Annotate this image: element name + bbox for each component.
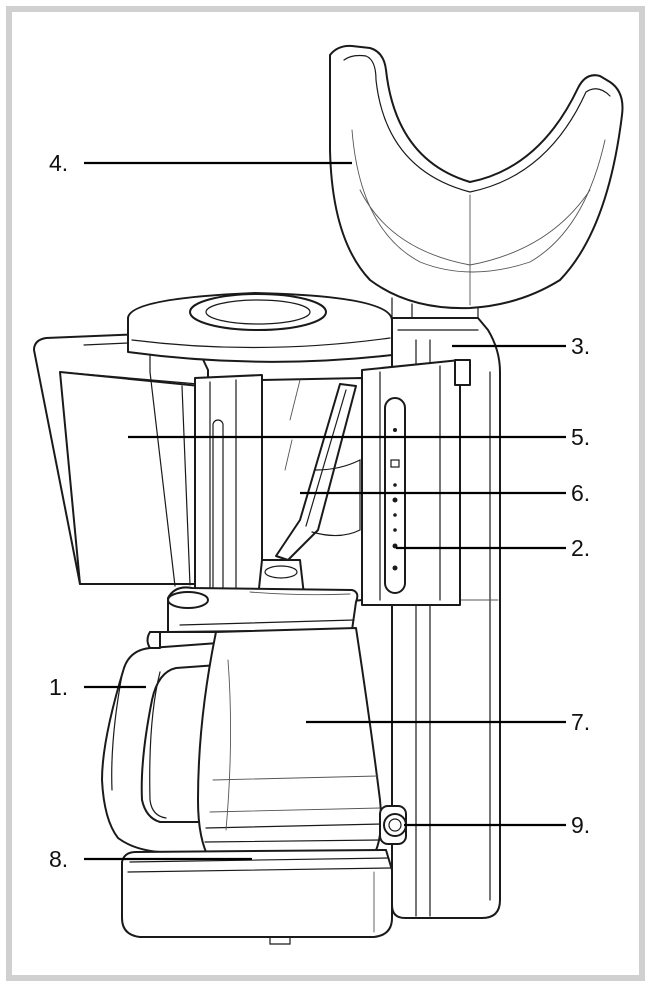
callout-label-8: 8.	[49, 846, 68, 872]
filter-top-cover	[127, 292, 393, 363]
glass-carafe	[197, 627, 383, 861]
callout-label-2: 2.	[571, 535, 590, 561]
callout-label-1: 1.	[49, 674, 68, 700]
callout-label-5: 5.	[571, 424, 590, 450]
carafe-lid	[167, 586, 359, 633]
control-panel	[384, 397, 406, 594]
callout-labels: 4. 3. 5. 6. 2. 1. 7. 9. 8.	[49, 150, 590, 872]
power-switch	[379, 805, 407, 845]
filter-holder	[33, 331, 209, 587]
callout-label-7: 7.	[571, 709, 590, 735]
callout-label-3: 3.	[571, 333, 590, 359]
leader-lines	[84, 161, 566, 861]
callout-label-4: 4.	[49, 150, 68, 176]
tank-lid	[329, 44, 624, 319]
warming-plate	[121, 849, 393, 945]
callout-label-9: 9.	[571, 812, 590, 838]
callout-label-6: 6.	[571, 480, 590, 506]
